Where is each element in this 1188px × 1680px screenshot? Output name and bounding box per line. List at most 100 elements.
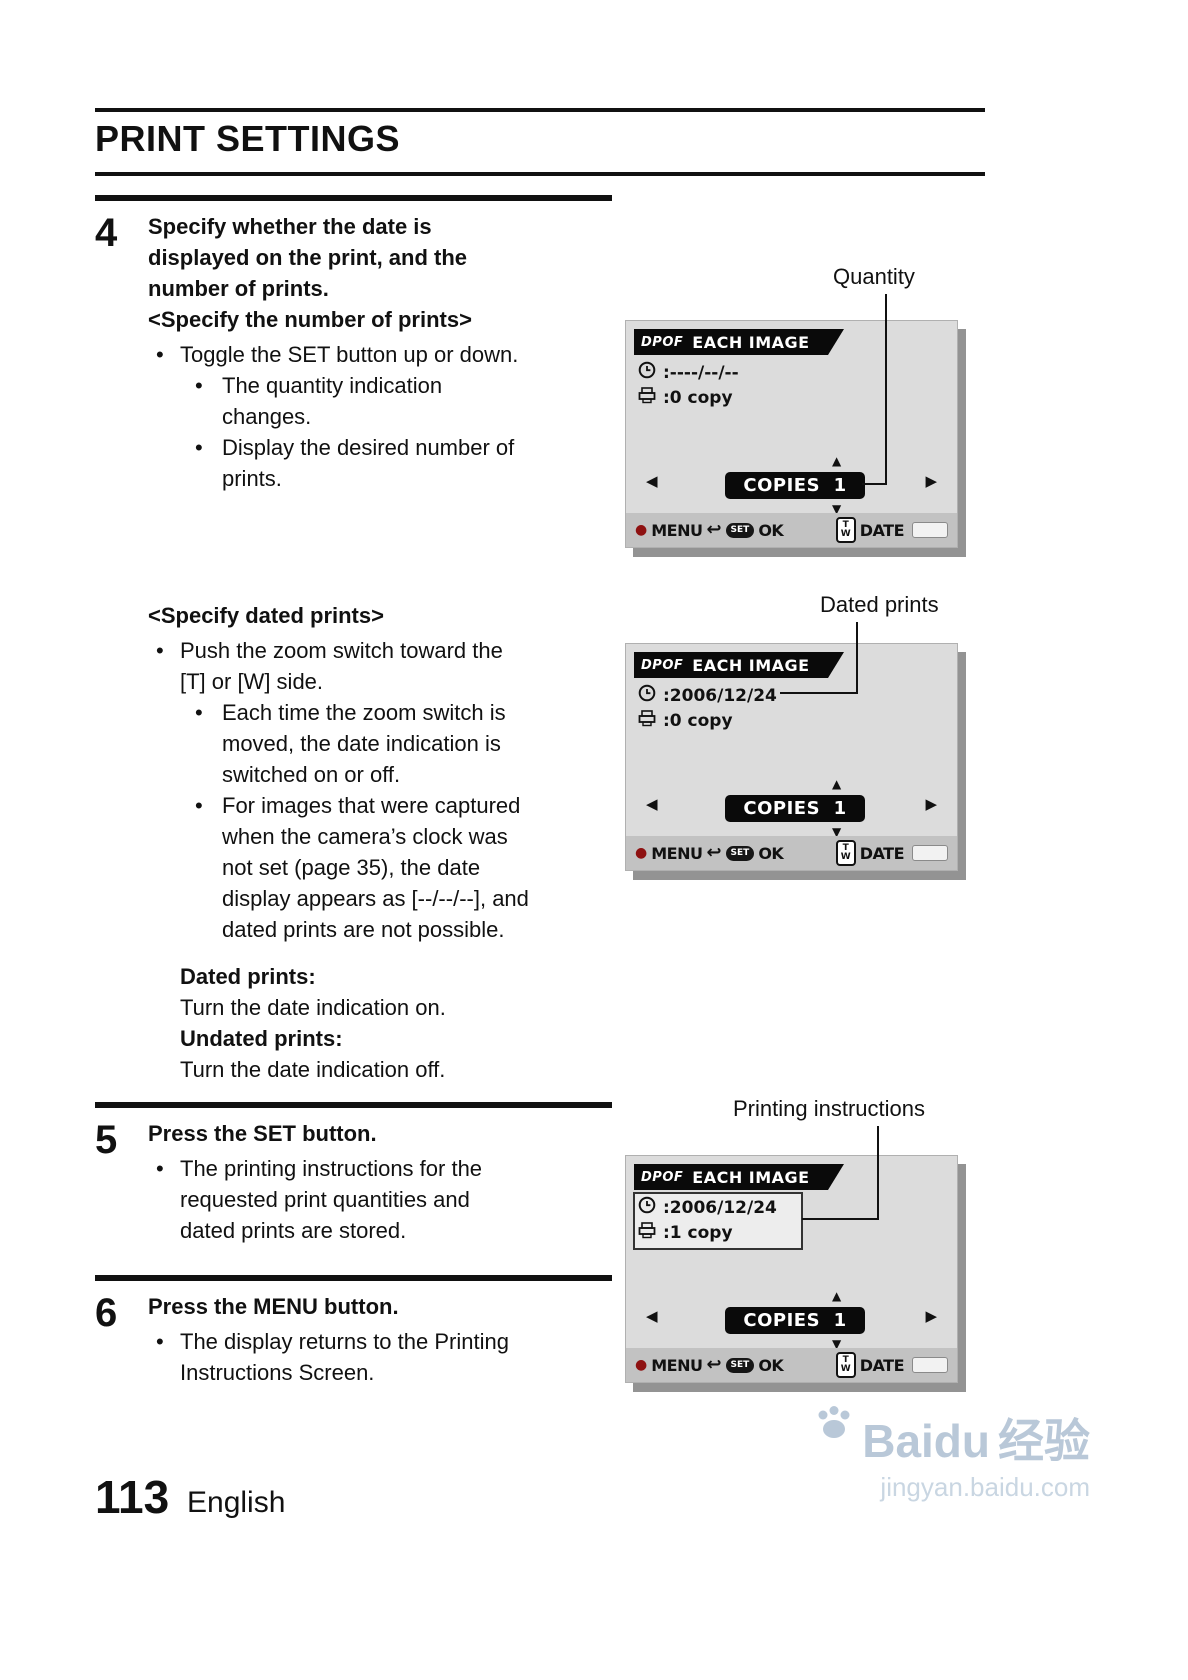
bullet-item: Toggle the SET button up or down. — [148, 339, 617, 370]
step-5: 5 Press the SET button. The printing ins… — [95, 1102, 617, 1246]
date-value: :2006/12/24 — [663, 1197, 777, 1218]
screen-footer-bar: ● MENU ↩ SET OK T W DATE — [626, 513, 957, 547]
step-4-rule — [95, 195, 612, 201]
screen-footer-bar: ● MENU ↩ SET OK T W DATE — [626, 1348, 957, 1382]
bullet-marker — [148, 635, 180, 697]
print-info-box — [633, 1192, 803, 1250]
camera-screen-printing-instructions: DPOF EACH IMAGE :2006/12/24 :1 copy ◀ ▶ … — [625, 1155, 958, 1383]
menu-label: MENU — [651, 520, 703, 540]
dated-prints-text: Turn the date indication on. — [180, 995, 446, 1020]
step-4: 4 Specify whether the date is displayed … — [95, 195, 617, 1085]
screen-header-bar: DPOF EACH IMAGE — [634, 652, 844, 678]
date-button-label: DATE — [859, 1355, 905, 1375]
page-title: PRINT SETTINGS — [95, 118, 401, 159]
zoom-w-label: W — [840, 852, 851, 862]
battery-icon — [912, 522, 948, 538]
watermark-url: jingyan.baidu.com — [880, 1472, 1090, 1502]
select-right-icon: ▶ — [925, 472, 937, 490]
select-right-icon: ▶ — [925, 795, 937, 813]
dated-prints-callout-label: Dated prints — [820, 592, 939, 617]
undated-prints-text: Turn the date indication off. — [180, 1057, 446, 1082]
menu-label: MENU — [651, 1355, 703, 1375]
ok-label: OK — [758, 1355, 784, 1375]
spin-down-icon: ▼ — [832, 1337, 842, 1351]
spin-down-icon: ▼ — [832, 825, 842, 839]
printing-instructions-callout-line — [877, 1126, 879, 1220]
dated-prints-callout-line — [856, 622, 858, 694]
date-button-label: DATE — [859, 520, 905, 540]
zoom-w-label: W — [840, 529, 851, 539]
title-bottom-rule — [95, 172, 985, 176]
select-left-icon: ◀ — [646, 472, 658, 490]
step-4-heading: Specify whether the date is displayed on… — [148, 214, 468, 301]
step-6-number: 6 — [95, 1291, 118, 1335]
step-6-rule — [95, 1275, 612, 1281]
copy-value: :0 copy — [663, 711, 733, 731]
printer-icon — [638, 1222, 656, 1244]
bullet-item: The printing instructions for the reques… — [148, 1153, 617, 1246]
sub-bullet-text: Each time the zoom switch is moved, the … — [222, 700, 506, 787]
bullet-marker — [148, 1326, 180, 1388]
bullet-marker — [195, 790, 222, 945]
dated-prints-callout-line — [780, 692, 858, 694]
quantity-callout-line — [885, 294, 887, 485]
bullet-marker — [195, 432, 222, 494]
sub-bullet-item: Each time the zoom switch is moved, the … — [148, 697, 617, 790]
camera-screen-quantity: DPOF EACH IMAGE :----/--/-- :0 copy ◀ ▶ … — [625, 320, 958, 548]
return-arrow-icon: ↩ — [706, 519, 722, 540]
copy-row: :1 copy — [638, 1222, 733, 1244]
bullet-marker — [148, 339, 180, 370]
ok-label: OK — [758, 843, 784, 863]
dpof-logo: DPOF — [641, 1169, 684, 1185]
ok-label: OK — [758, 520, 784, 540]
spin-up-icon: ▲ — [832, 1289, 842, 1303]
watermark: Baidu 经验 jingyan.baidu.com — [770, 1406, 1090, 1503]
date-value: :2006/12/24 — [663, 685, 777, 706]
spin-up-icon: ▲ — [832, 777, 842, 791]
return-arrow-icon: ↩ — [706, 1354, 722, 1375]
printer-icon — [638, 387, 656, 409]
battery-icon — [912, 1357, 948, 1373]
step-5-heading: Press the SET button. — [148, 1121, 377, 1146]
screen-title: EACH IMAGE — [692, 655, 810, 675]
undated-prints-label: Undated prints: — [180, 1026, 343, 1051]
camera-screen-dated-prints: DPOF EACH IMAGE :2006/12/24 :0 copy ◀ ▶ … — [625, 643, 958, 871]
zoom-switch-icon: T W — [835, 1352, 856, 1378]
zoom-w-label: W — [840, 1364, 851, 1374]
battery-icon — [912, 845, 948, 861]
language-label: English — [187, 1486, 286, 1519]
watermark-brand: Baidu — [862, 1415, 990, 1467]
sub-bullet-item: For images that were captured when the c… — [148, 790, 617, 945]
date-row: :2006/12/24 — [638, 1196, 777, 1219]
date-row: :----/--/-- — [638, 361, 739, 384]
quantity-callout-line — [862, 483, 887, 485]
printing-instructions-callout-label: Printing instructions — [733, 1096, 925, 1121]
screen-title: EACH IMAGE — [692, 1167, 810, 1187]
bullet-text: Push the zoom switch toward the [T] or [… — [180, 638, 503, 694]
return-arrow-icon: ↩ — [706, 842, 722, 863]
screen-header-bar: DPOF EACH IMAGE — [634, 329, 844, 355]
bullet-text: Toggle the SET button up or down. — [180, 342, 519, 367]
copy-row: :0 copy — [638, 710, 733, 732]
sub-bullet-text: For images that were captured when the c… — [222, 793, 529, 942]
sub-bullet-text: Display the desired number of prints. — [222, 435, 515, 491]
zoom-t-label: T — [842, 1355, 849, 1365]
specify-dated-title: <Specify dated prints> — [148, 603, 384, 628]
select-left-icon: ◀ — [646, 795, 658, 813]
step-6: 6 Press the MENU button. The display ret… — [95, 1275, 617, 1388]
step-6-heading: Press the MENU button. — [148, 1294, 399, 1319]
zoom-t-label: T — [842, 843, 849, 853]
clock-icon — [638, 361, 656, 384]
bullet-item: Push the zoom switch toward the [T] or [… — [148, 635, 617, 697]
menu-dot-icon: ● — [635, 1357, 648, 1373]
date-button-label: DATE — [859, 843, 905, 863]
paw-icon — [814, 1402, 854, 1448]
sub-bullet-text: The quantity indication changes. — [222, 373, 443, 429]
date-row: :2006/12/24 — [638, 684, 777, 707]
step-4-number: 4 — [95, 211, 118, 255]
step-5-number: 5 — [95, 1118, 118, 1162]
zoom-switch-icon: T W — [835, 517, 856, 543]
screen-header-bar: DPOF EACH IMAGE — [634, 1164, 844, 1190]
copies-bar: COPIES 1 — [725, 795, 865, 822]
